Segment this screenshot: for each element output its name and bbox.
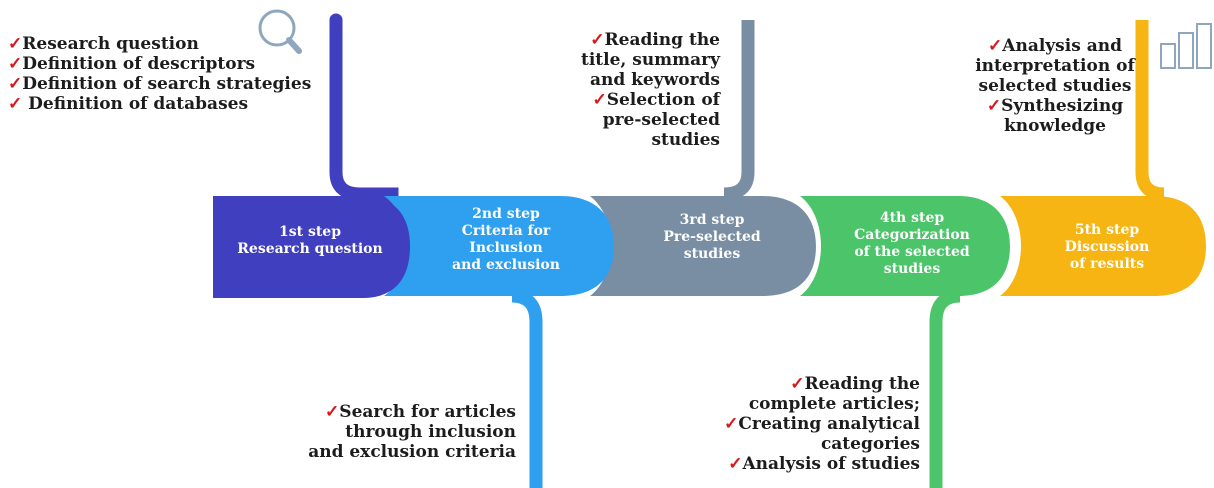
step3-label: 3rd step Pre-selected studies (663, 212, 761, 262)
step1-banner (213, 196, 410, 298)
note-item: ✓Definition of search strategies (8, 74, 312, 94)
check-mark-icon: ✓ (590, 30, 605, 50)
step5-banner (1000, 196, 1206, 296)
step2-banner (384, 196, 614, 296)
note-item: ✓Reading the (790, 374, 920, 394)
step2-notes: ✓Search for articles through inclusion a… (296, 402, 516, 462)
check-mark-icon: ✓ (986, 96, 1002, 116)
check-mark-icon: ✓ (592, 90, 607, 110)
note-item: ✓Creating analytical (724, 414, 920, 434)
note-item: ✓Definition of descriptors (8, 54, 256, 74)
step3-connector (723, 20, 755, 201)
check-mark-icon: ✓ (8, 34, 23, 54)
step4-banner (800, 196, 1010, 296)
step2-connector (511, 289, 543, 488)
check-mark-icon: ✓ (8, 74, 23, 94)
note-item: interpretation of (975, 56, 1135, 76)
bar-chart-icon (1160, 23, 1212, 69)
note-item: ✓Reading the (590, 30, 720, 50)
note-item: selected studies (978, 76, 1132, 96)
note-item: pre-selected (602, 110, 720, 130)
check-mark-icon: ✓ (724, 414, 739, 434)
step1-notes: ✓Research question ✓Definition of descri… (8, 34, 311, 114)
step4-notes: ✓Reading the complete articles; ✓Creatin… (700, 374, 920, 474)
note-item: knowledge (1004, 116, 1106, 136)
note-item: ✓Synthesizing (986, 96, 1124, 116)
magnifier-icon (258, 9, 302, 54)
note-item: and exclusion criteria (308, 442, 516, 462)
step5-label: 5th step Discussion of results (1064, 222, 1150, 272)
check-mark-icon: ✓ (8, 54, 23, 74)
step5-connector (1135, 20, 1165, 201)
note-item: complete articles; (748, 394, 920, 414)
step1-label: 1st step Research question (237, 224, 383, 257)
step2-label: 2nd step Criteria for Inclusion and excl… (452, 206, 560, 273)
check-mark-icon: ✓ (325, 402, 340, 422)
step1-connector (329, 13, 399, 211)
note-item: categories (820, 434, 920, 454)
note-item: ✓Analysis of studies (728, 454, 920, 474)
check-mark-icon: ✓ (8, 94, 23, 114)
check-mark-icon: ✓ (790, 374, 805, 394)
note-item: studies (651, 130, 720, 150)
note-item: title, summary (580, 50, 720, 70)
step5-notes: ✓Analysis and interpretation of selected… (974, 36, 1136, 136)
note-item: ✓Search for articles (325, 402, 516, 422)
step4-label: 4th step Categorization of the selected … (854, 210, 970, 277)
note-item: through inclusion (345, 422, 516, 442)
note-item: ✓Analysis and (988, 36, 1122, 56)
check-mark-icon: ✓ (988, 36, 1003, 56)
step3-notes: ✓Reading the title, summary and keywords… (560, 30, 720, 150)
step3-banner (590, 196, 816, 296)
step4-connector (929, 289, 961, 488)
note-item: and keywords (589, 70, 720, 90)
note-item: ✓Selection of (592, 90, 720, 110)
note-item: ✓Research question (8, 34, 199, 54)
check-mark-icon: ✓ (728, 454, 743, 474)
note-item: ✓ Definition of databases (8, 94, 249, 114)
